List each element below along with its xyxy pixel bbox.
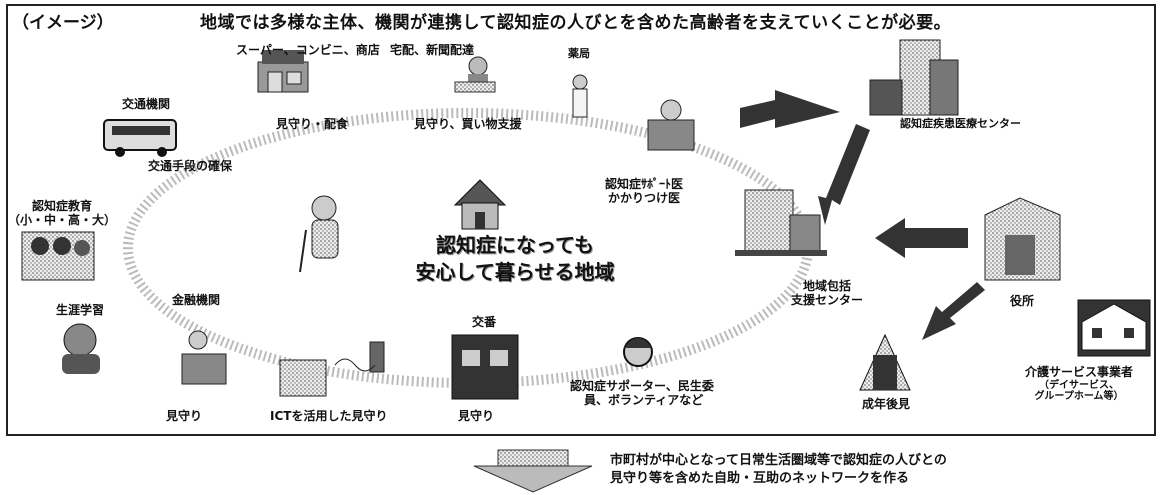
label-financial: 金融機関 [172,293,221,307]
label-care-provider-sub2: グループホーム等） [1034,391,1124,403]
label-watch-financial: 見守り [166,409,203,423]
delivery-person-icon [454,56,496,93]
label-pharmacy: 薬局 [568,47,590,60]
label-education-line2: （小・中・高・大） [7,212,116,227]
city-office-icon [984,197,1061,281]
bus-icon [103,119,177,157]
label-city-office: 役所 [1010,294,1035,308]
label-education: 認知症教育 （小・中・高・大） [6,199,118,228]
students-icon [21,231,95,281]
label-transport-means: 交通手段の確保 [148,159,233,173]
label-lifelong-learning: 生涯学習 [56,303,105,317]
doctor-icon [647,99,695,151]
conclusion-text: 市町村が中心となって日常生活圏域等で認知症の人びとの 見守り等を含めた自助・互助… [610,452,947,487]
label-watch-meal: 見守り・配食 [276,117,349,131]
diagram-title: 地域では多様な主体、機関が連携して認知症の人びとを含めた高齢者を支えていくことが… [200,13,952,33]
guardianship-icon [859,333,911,391]
label-support-doctor-line1: 認知症ｻﾎﾟｰﾄ医 [604,177,683,191]
elderly-person-icon [299,195,339,273]
arrow-center-to-comprehensive [818,124,870,225]
house-icon [453,179,507,230]
label-care-provider-sub1: （デイサービス、 [1039,379,1119,391]
center-slogan: 認知症になっても 安心して暮らせる地域 [395,232,635,286]
label-dementia-center: 認知症疾患医療センター [900,117,1021,130]
label-comprehensive-line2: 支援センター [790,292,863,307]
pharmacist-icon [572,74,588,118]
label-education-line1: 認知症教育 [31,199,92,213]
conclusion-line2: 見守り等を含めた自助・互助のネットワークを作る [610,470,910,486]
label-supporters-line2: 員、ボランティアなど [584,392,704,407]
label-care-provider: 介護サービス事業者 （デイサービス、 グループホーム等） [1004,365,1154,403]
care-facility-icon [1077,299,1151,357]
diagram-frame [6,4,1156,436]
store-icon [257,50,309,93]
label-supermarket: スーパー、コンビニ、商店 [236,43,380,57]
label-care-provider-title: 介護サービス事業者 [1024,365,1133,379]
label-supporters-line1: 認知症サポーター、民生委 [570,379,714,393]
label-delivery: 宅配、新聞配達 [390,43,475,57]
arrow-office-to-guardianship [922,282,985,340]
supporter-person-icon [623,337,653,367]
down-arrow-icon [473,449,593,493]
center-slogan-line2: 安心して暮らせる地域 [415,260,615,284]
police-box-icon [451,334,519,400]
label-transport: 交通機関 [122,97,171,111]
label-watch-police: 見守り [458,409,495,423]
elder-reading-icon [62,323,100,374]
support-center-building-icon [735,189,827,256]
label-comprehensive-center: 地域包括 支援センター [772,279,882,308]
image-tag: （イメージ） [12,13,114,33]
bank-clerk-icon [181,330,227,385]
center-slogan-line1: 認知症になっても [436,233,594,257]
label-support-doctor: 認知症ｻﾎﾟｰﾄ医 かかりつけ医 [584,177,704,206]
label-guardianship: 成年後見 [862,397,911,411]
label-support-doctor-line2: かかりつけ医 [607,190,681,205]
conclusion-line1: 市町村が中心となって日常生活圏域等で認知症の人びとの [610,453,947,468]
arrow-office-to-comprehensive [875,218,968,258]
label-supporters: 認知症サポーター、民生委 員、ボランティアなど [570,379,714,408]
label-ict-watch: ICTを活用した見守り [270,409,388,423]
ict-device-icon [279,341,385,397]
label-watch-shopping: 見守り、買い物支援 [414,117,522,131]
label-comprehensive-line1: 地域包括 [802,279,851,293]
arrow-center-to-support-doctor [740,90,840,128]
label-police-box: 交番 [472,315,497,329]
hospital-building-icon [869,39,959,116]
